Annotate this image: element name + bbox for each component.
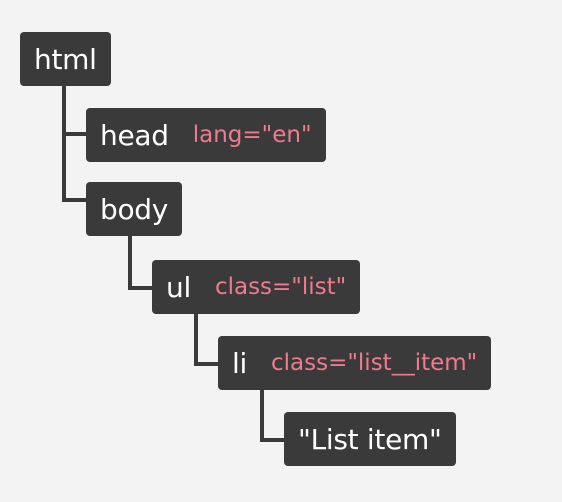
node-li: li class="list__item" xyxy=(218,336,492,390)
node-html: html xyxy=(20,32,111,86)
connector-html-body xyxy=(62,198,88,202)
node-ul-attribute: class="list" xyxy=(214,274,347,300)
connector-body-ul xyxy=(128,286,154,290)
node-head: head lang="en" xyxy=(86,108,326,162)
connector-html-head xyxy=(62,132,88,136)
node-ul-tag: ul xyxy=(166,270,191,304)
node-text-content: "List item" xyxy=(298,422,442,456)
connector-html-trunk xyxy=(62,82,66,202)
connector-body-trunk xyxy=(128,234,132,290)
node-head-tag: head xyxy=(100,118,169,152)
connector-ul-li xyxy=(194,362,220,366)
node-head-attribute: lang="en" xyxy=(192,122,312,148)
node-li-tag: li xyxy=(232,346,247,380)
connector-ul-trunk xyxy=(194,310,198,366)
node-li-attribute: class="list__item" xyxy=(270,350,478,376)
node-ul: ul class="list" xyxy=(152,260,361,314)
node-body: body xyxy=(86,182,183,236)
node-body-tag: body xyxy=(100,192,169,226)
connector-li-text xyxy=(260,438,286,442)
node-text: "List item" xyxy=(284,412,456,466)
connector-li-trunk xyxy=(260,386,264,442)
node-html-tag: html xyxy=(34,42,97,76)
